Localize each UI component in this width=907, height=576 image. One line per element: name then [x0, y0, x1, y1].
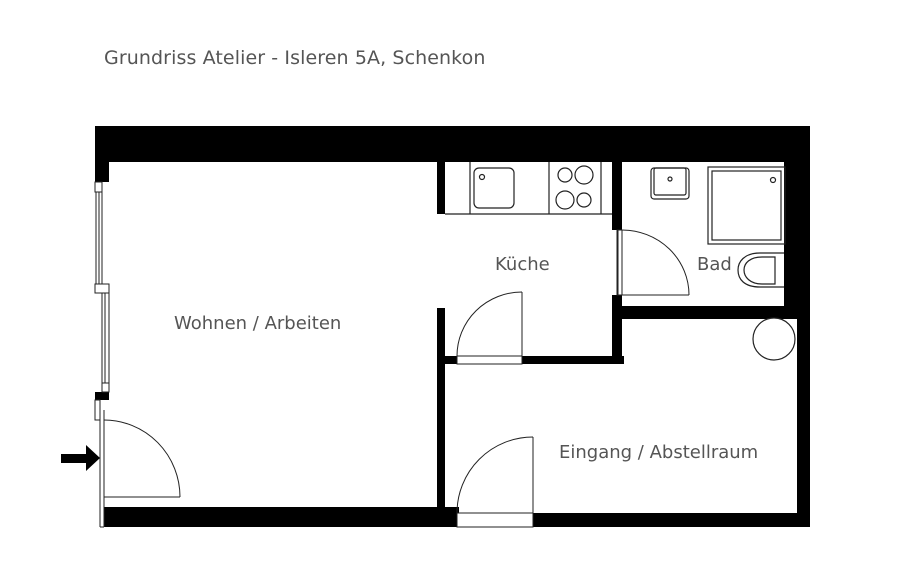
wash-basin-icon	[650, 167, 690, 200]
kitchen-sink-icon	[473, 167, 515, 209]
entrance-door	[94, 399, 181, 528]
shower-icon	[707, 166, 786, 245]
boiler-icon	[752, 317, 796, 361]
kueche-door	[456, 291, 523, 365]
walls	[95, 126, 810, 527]
room-label-kueche: Küche	[495, 254, 550, 275]
toilet-icon	[737, 252, 784, 288]
room-label-eingang: Eingang / Abstellraum	[559, 442, 759, 463]
kitchen-counter	[445, 162, 612, 215]
entrance-arrow-icon	[61, 445, 100, 471]
room-label-wohnen: Wohnen / Arbeiten	[174, 313, 342, 334]
bad-door	[616, 229, 690, 296]
windows	[94, 181, 110, 393]
eingang-door	[456, 436, 534, 528]
stove-icon	[555, 165, 594, 210]
plan-title: Grundriss Atelier - Isleren 5A, Schenkon	[104, 47, 486, 69]
room-label-bad: Bad	[697, 254, 732, 275]
